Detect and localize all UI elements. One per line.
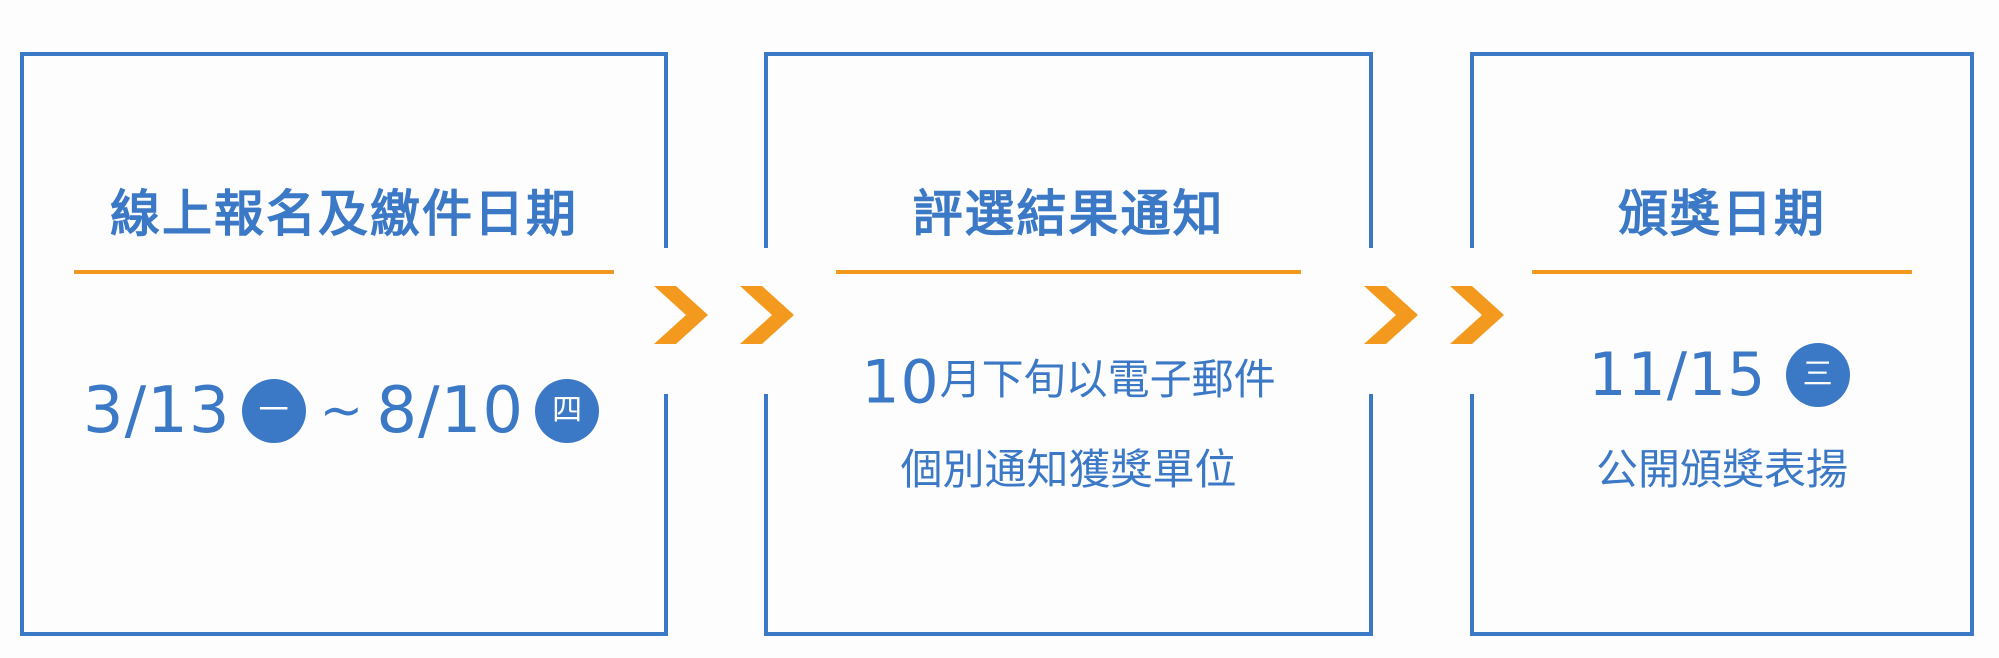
step-title: 頒獎日期	[1618, 185, 1826, 243]
border-gap	[1365, 248, 1377, 394]
divider	[74, 270, 614, 274]
step-title: 評選結果通知	[912, 185, 1225, 243]
border-gap	[1466, 248, 1478, 394]
step-award-date: 頒獎日期 11/15 三 公開頒獎表揚	[1470, 52, 1974, 636]
month-number: 10	[861, 347, 940, 418]
notice-line-2: 個別通知獲獎單位	[900, 445, 1237, 494]
registration-period: 3/13 一~ 8/10 四	[24, 374, 664, 448]
border-gap	[660, 248, 672, 394]
award-date-line: 11/15 三	[1474, 340, 1970, 410]
chevron-right-icon	[740, 286, 794, 344]
start-weekday-badge: 一	[241, 379, 306, 443]
range-separator: ~	[319, 381, 364, 441]
notice-text-1: 月下旬以電子郵件	[939, 355, 1276, 404]
award-weekday-badge: 三	[1785, 343, 1850, 407]
divider	[1532, 270, 1912, 274]
chevron-right-icon	[1364, 286, 1418, 344]
divider	[836, 270, 1301, 274]
award-date: 11/15	[1588, 340, 1767, 410]
notice-line-1: 10月下旬以電子郵件	[768, 346, 1369, 418]
chevron-right-icon	[1450, 286, 1504, 344]
start-date: 3/13	[82, 374, 231, 448]
end-weekday-badge: 四	[535, 379, 600, 443]
chevron-right-icon	[654, 286, 708, 344]
step-registration: 線上報名及繳件日期 3/13 一~ 8/10 四	[20, 52, 668, 636]
step-title: 線上報名及繳件日期	[110, 185, 578, 243]
end-date: 8/10	[376, 374, 525, 448]
step-result-notice: 評選結果通知 10月下旬以電子郵件 個別通知獲獎單位	[764, 52, 1373, 636]
award-text: 公開頒獎表揚	[1595, 445, 1848, 494]
